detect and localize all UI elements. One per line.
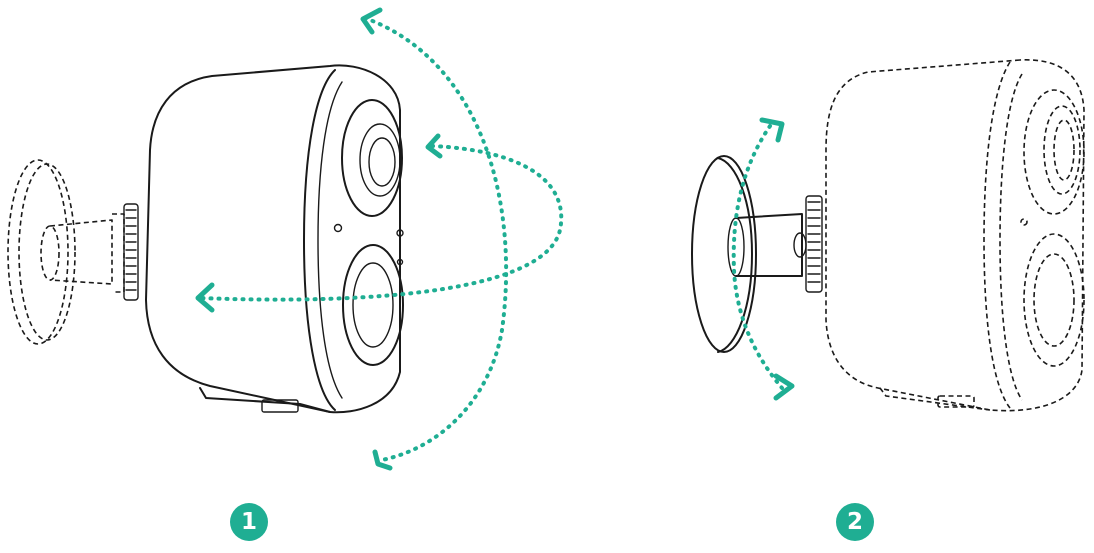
step-2-badge: 2 [836, 503, 874, 541]
rotation-arrows [195, 7, 564, 471]
dotted-curved-arrow-icon [363, 16, 509, 462]
step-number: 2 [846, 509, 863, 535]
step-1-badge: 1 [230, 503, 268, 541]
wall-mount [691, 155, 823, 353]
camera-body [145, 64, 401, 414]
pir-sensor [342, 244, 404, 366]
dotted-curved-arrow-icon [731, 124, 784, 390]
tilt-arrow [731, 117, 795, 401]
swivel-nut [123, 203, 139, 301]
panel-1 [7, 7, 564, 471]
step-number: 1 [240, 509, 257, 535]
dotted-curved-arrow-icon [198, 144, 564, 302]
panel-2 [691, 59, 1085, 412]
camera-body-ghost [825, 59, 1085, 412]
camera-lens [333, 99, 404, 237]
wall-mount-ghost [7, 159, 125, 345]
